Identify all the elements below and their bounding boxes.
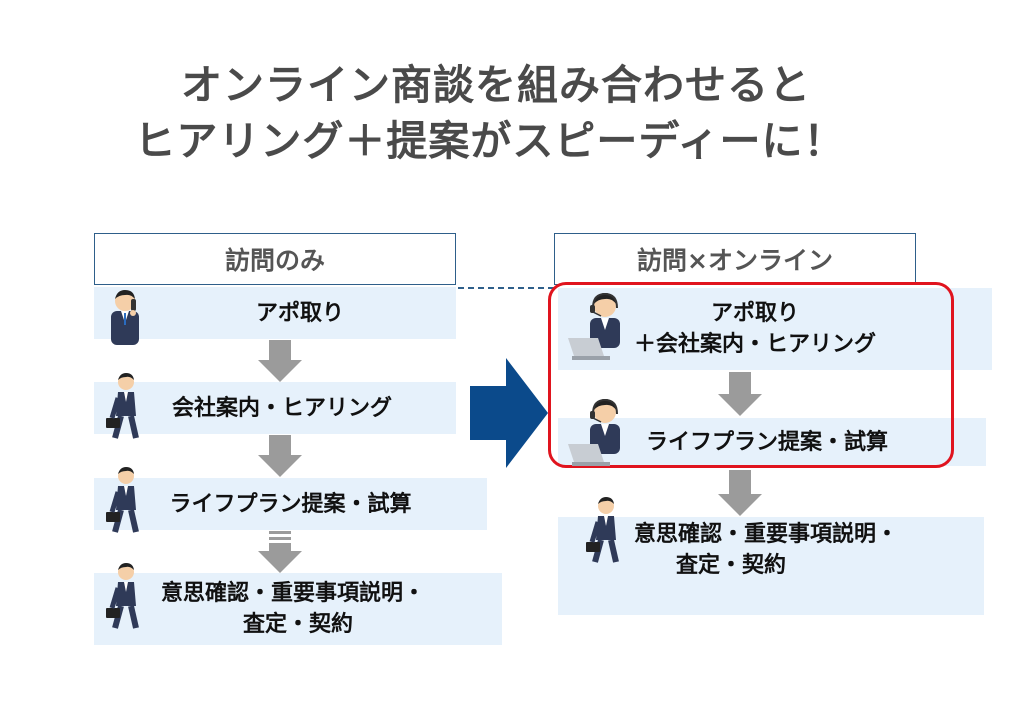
title-line-1: オンライン商談を組み合わせると xyxy=(181,61,811,109)
right-step-3-text-2: 査定・契約 xyxy=(675,553,786,578)
right-step-3-text-1: 意思確認・重要事項説明・ xyxy=(633,522,898,547)
right-column-header: 訪問×オンライン xyxy=(554,233,916,285)
left-step-contract: 意思確認・重要事項説明・ 査定・契約 xyxy=(94,573,502,645)
header-connector-line xyxy=(458,287,554,289)
walking-businessman-icon xyxy=(586,497,619,563)
headset-laptop-person-icon xyxy=(568,398,620,466)
left-step-1-text: アポ取り xyxy=(255,300,344,326)
right-step-lifeplan: ライフプラン提案・試算 xyxy=(558,418,986,466)
walking-businessman-icon xyxy=(106,563,139,629)
title-line-2: ヒアリング＋提案がスピーディーに！ xyxy=(134,117,846,165)
left-step-lifeplan: ライフプラン提案・試算 xyxy=(94,478,487,530)
left-step-2-text: 会社案内・ヒアリング xyxy=(171,395,392,421)
right-header-label: 訪問×オンライン xyxy=(637,246,833,275)
right-step-contract: 意思確認・重要事項説明・ 査定・契約 xyxy=(558,517,984,615)
left-step-3-text: ライフプラン提案・試算 xyxy=(169,491,412,517)
left-step-company-intro: 会社案内・ヒアリング xyxy=(94,382,456,434)
down-arrow xyxy=(718,372,762,416)
left-step-4-text-2: 査定・契約 xyxy=(242,612,353,637)
headset-laptop-person-icon xyxy=(568,292,620,360)
walking-businessman-icon xyxy=(106,467,139,533)
left-header-label: 訪問のみ xyxy=(224,246,325,275)
right-step-2-text: ライフプラン提案・試算 xyxy=(645,429,888,455)
left-step-4-text-1: 意思確認・重要事項説明・ xyxy=(160,581,425,606)
down-arrow xyxy=(258,435,302,477)
left-column-header: 訪問のみ xyxy=(94,233,456,285)
down-arrow-striped xyxy=(258,531,302,573)
down-arrow xyxy=(718,470,762,516)
left-step-appointment: アポ取り xyxy=(94,287,456,339)
walking-businessman-icon xyxy=(106,373,139,439)
right-step-1-text-1: アポ取り xyxy=(710,301,799,326)
online-highlight-frame xyxy=(548,282,954,468)
transition-arrow-icon xyxy=(470,358,548,468)
right-step-appointment-hearing: アポ取り ＋会社案内・ヒアリング xyxy=(558,288,992,370)
down-arrow xyxy=(258,340,302,382)
phone-person-icon xyxy=(111,290,139,345)
right-step-1-text-2: ＋会社案内・ヒアリング xyxy=(633,332,876,357)
